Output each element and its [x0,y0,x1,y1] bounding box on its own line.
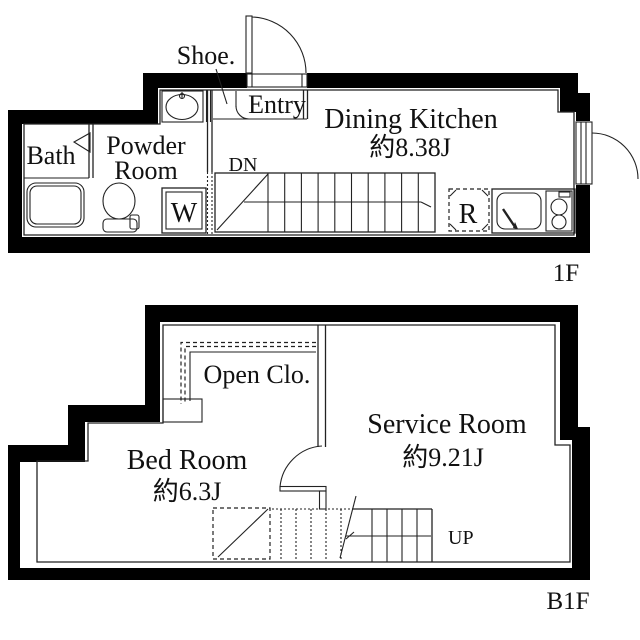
washer-box: W [161,187,207,234]
bed-room-label: Bed Room [127,445,248,476]
entry-door-swing [251,16,307,74]
terrace-door [575,121,639,185]
stairs-1f-arrow [420,201,432,208]
floor-b1f-label: B1F [546,588,589,615]
understairs-dashed-box [212,507,271,560]
bath-powder-wall [72,124,94,178]
open-closet-label: Open Clo. [204,360,311,389]
shoe-leader-line [215,68,228,105]
stairs-b1f-break-line [339,495,357,559]
bathtub-icon [24,177,89,228]
bedroom-door-swing [279,445,323,488]
entry-door-frame [246,73,308,88]
terrace-door-swing [591,132,639,180]
1f-inner-outline [23,89,575,236]
washbasin-icon [161,90,204,123]
powder-hall-wall [206,90,213,234]
stairs-1f-winder-line [216,173,269,231]
service-room-label: Service Room [367,409,527,440]
terrace-door-frame [575,121,593,185]
stairs-up-label: UP [448,527,474,549]
service-room-area: 約9.21J [402,443,484,472]
b1f-partition-wall [317,325,327,510]
dining-kitchen-area: 約8.38J [369,133,451,162]
open-closet [162,341,316,423]
floor-1f-label: 1F [553,260,579,287]
stairs-b1f-arrow [345,531,355,540]
faucet-icon [502,208,516,228]
bed-room-area: 約6.3J [153,477,222,506]
open-closet-shelf-line [189,351,316,401]
entry-door-leaf [245,15,253,74]
entry-step-curve [235,105,250,120]
b1f-walls [8,305,590,580]
stairs-b1f [212,495,433,562]
dining-kitchen-label: Dining Kitchen [324,104,497,135]
floor-b1f: Open Clo. Bed Room 約6.3J Service Room 約9… [8,305,590,615]
terrace-door-opening [574,121,592,185]
open-closet-rail-outer [180,341,316,404]
1f-walls [8,73,590,253]
open-closet-rail-inner [184,345,316,404]
bedroom-door-leaf [279,485,327,492]
shoe-label: Shoe. [177,41,236,70]
open-closet-step [162,398,203,423]
bath-door-icon [72,132,91,153]
stove-icon [545,190,573,232]
bath-label: Bath [26,141,75,170]
powder-room-label-2: Room [114,156,178,185]
kitchen-sink-icon [496,192,542,230]
b1f-inner-outline [36,324,571,563]
entry-door [245,15,308,88]
powder-room-label-1: Powder [106,131,186,160]
stairs-down-label: DN [229,154,258,176]
toilet-icon [102,182,140,233]
floor-1f: W R [8,15,639,287]
stairs-1f [214,172,436,233]
entry-hall [205,90,309,122]
b1f-door-stub [318,490,327,510]
refrigerator-box: R [448,188,490,232]
refrigerator-label: R [459,199,478,230]
entry-opening [247,70,307,91]
kitchen-counter [491,188,576,234]
bedroom-door [279,445,327,492]
entry-label: Entry [248,90,306,119]
washer-label: W [171,198,198,229]
